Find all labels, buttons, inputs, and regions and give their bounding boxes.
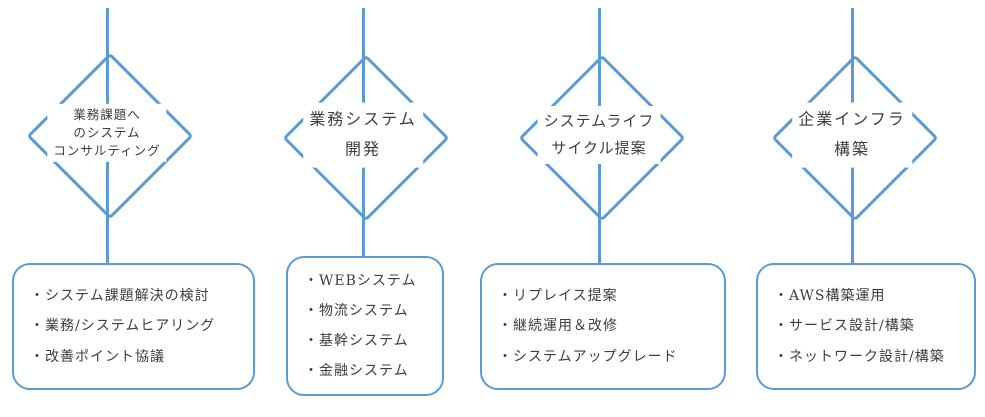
list-item: ・サービス設計/構築 [774,318,915,335]
diamond-title: 業務システム 開発 [303,102,423,168]
list-item: ・改善ポイント協議 [30,348,165,365]
list-item: ・WEBシステム [304,272,417,289]
detail-box: ・AWS構築運用 ・サービス設計/構築 ・ネットワーク設計/構築 [756,263,976,390]
diamond-title-line: のシステム [73,124,141,140]
list-item: ・継続運用＆改修 [498,318,618,335]
diamond-title-line: コンサルティング [53,143,161,159]
list-item: ・リプレイス提案 [498,288,618,305]
diamond-title: 業務課題へ のシステム コンサルティング [47,103,167,163]
list-item: ・システムアップグレード [498,348,678,365]
diamond-title-line: 業務システム [309,109,417,129]
diamond-title: 企業インフラ 構築 [792,102,912,168]
diamond-title-line: システムライフ [543,112,655,130]
diamond-title-line: サイクル提案 [551,139,647,157]
list-item: ・業務/システムヒアリング [30,318,216,335]
list-item: ・ネットワーク設計/構築 [774,348,945,365]
list-item: ・基幹システム [304,333,409,349]
diamond-title: システムライフ サイクル提案 [537,106,661,164]
diamond-title-line: 企業インフラ [798,109,906,129]
list-item: ・AWS構築運用 [774,288,886,305]
list-item: ・物流システム [304,302,409,319]
diamond-title-line: 業務課題へ [73,106,141,122]
diamond-title-line: 構築 [833,140,870,159]
list-item: ・金融システム [304,363,409,380]
detail-box: ・リプレイス提案 ・継続運用＆改修 ・システムアップグレード [480,263,726,390]
detail-box: ・システム課題解決の検討 ・業務/システムヒアリング ・改善ポイント協議 [12,263,255,390]
detail-box: ・WEBシステム ・物流システム ・基幹システム ・金融システム [286,256,444,396]
diamond-title-line: 開発 [344,140,381,159]
list-item: ・システム課題解決の検討 [30,288,210,305]
